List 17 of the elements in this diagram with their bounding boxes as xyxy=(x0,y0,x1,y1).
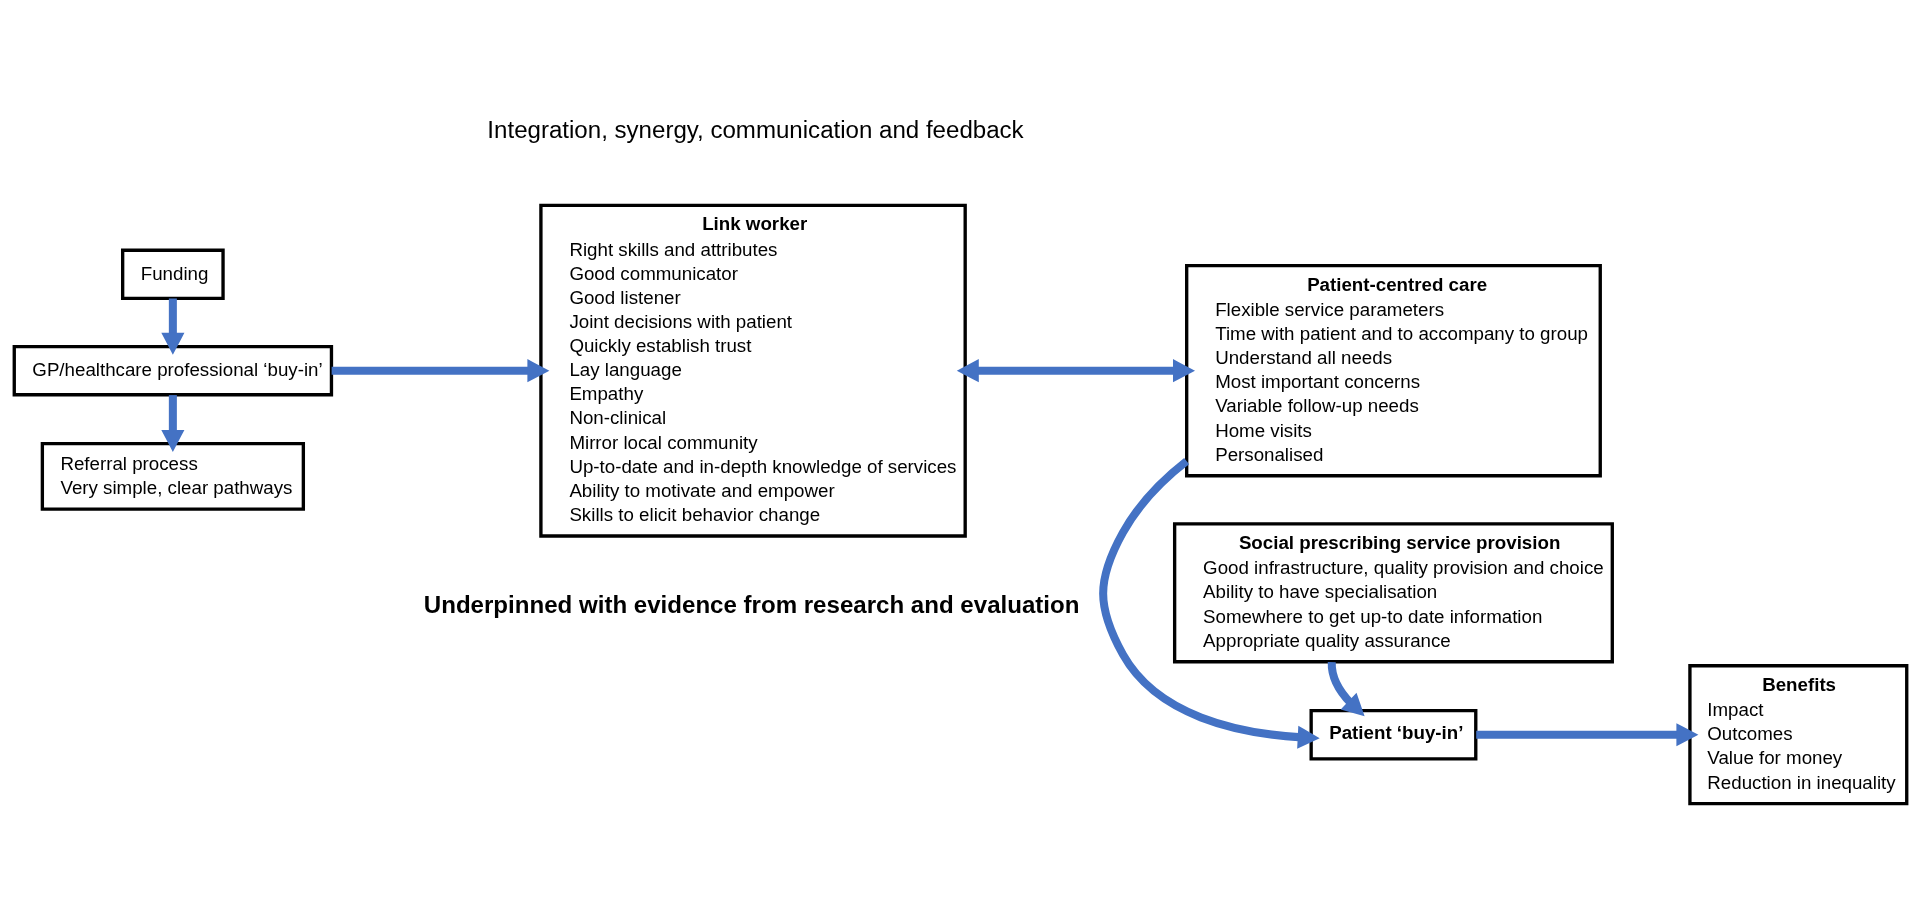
arrow xyxy=(161,395,185,452)
node-box: Social prescribing service provision Good infrastructure, quality provision and choice Ability to have specialisation Somewhere to get up-to date information Appropriate quality assurance xyxy=(1172,522,1614,664)
node-box: Patient-centred care Flexible service parameters Time with patient and to accompany to group Understand all needs Most important concerns Variable follow-up needs Home visits Personalised xyxy=(1185,263,1602,478)
arrow xyxy=(331,359,550,383)
arrow xyxy=(956,359,1195,383)
arrow xyxy=(161,298,185,355)
arrow xyxy=(1476,723,1699,747)
label: Underpinned with evidence from research and evaluation xyxy=(423,591,1080,619)
node-box: Patient ‘buy-in’ xyxy=(1309,708,1478,761)
arrow xyxy=(1099,458,1320,749)
node-box: Funding xyxy=(121,248,225,301)
node-box: GP/healthcare professional ‘buy-in’ xyxy=(12,344,334,397)
arrow xyxy=(1327,662,1365,717)
node-box: Link worker Right skills and attributes Good communicator Good listener Joint decisions with patient Quickly establish trust Lay language Empathy Non-clinical Mirror local community Up-to-date and in-depth knowledge of services Ability to motivate and empower Skills to elicit behavior change xyxy=(539,203,967,538)
label: Integration, synergy, communication and feedback xyxy=(487,116,1024,144)
node-box: Referral process Very simple, clear pathways xyxy=(40,441,306,511)
node-box: Benefits Impact Outcomes Value for money Reduction in inequality xyxy=(1688,664,1909,806)
